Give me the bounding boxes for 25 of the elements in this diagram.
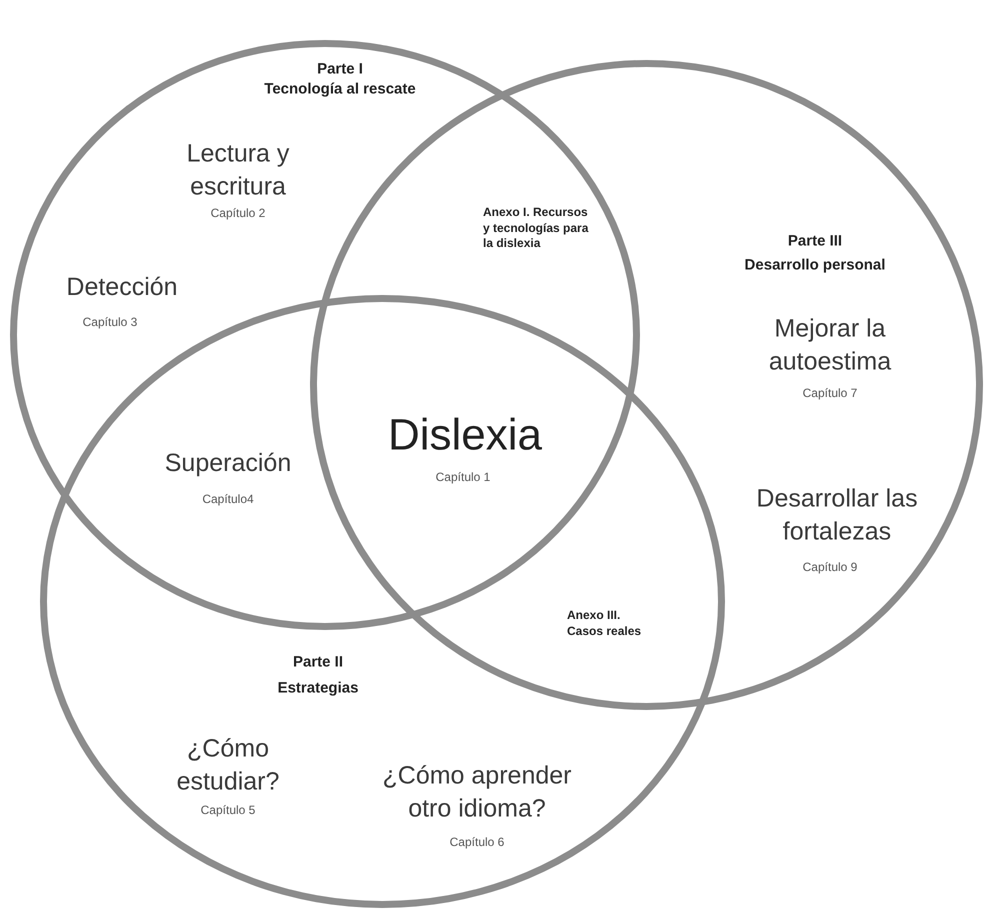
section-heading: Tecnología al rescate	[263, 80, 417, 100]
chapter-label: Capítulo 3	[82, 314, 138, 331]
section-heading: Parte I	[316, 60, 364, 80]
section-heading: Parte II	[292, 654, 344, 672]
topic-label: Mejorar la autoestima	[768, 314, 892, 377]
chapter-label: Capítulo 1	[434, 469, 492, 486]
topic-label: Lectura y escritura	[186, 138, 290, 202]
chapter-label: Capítulo 9	[802, 559, 858, 576]
chapter-label: Capítulo 5	[200, 802, 256, 819]
section-heading: Parte III	[786, 232, 844, 252]
chapter-label: Capítulo 6	[448, 834, 506, 851]
topic-label: Detección	[65, 272, 179, 303]
chapter-label: Capítulo 2	[210, 205, 266, 222]
chapter-label: Capítulo 7	[802, 385, 858, 402]
topic-label: Desarrollar las fortalezas	[755, 484, 919, 547]
section-heading: Desarrollo personal	[744, 256, 886, 276]
chapter-label: Capítulo4	[201, 491, 255, 508]
topic-label: ¿Cómo estudiar?	[176, 734, 280, 797]
venn-circle	[40, 295, 725, 908]
topic-label: Superación	[164, 448, 292, 479]
topic-label: ¿Cómo aprender otro idioma?	[382, 760, 572, 824]
annex-label: Anexo III. Casos reales	[567, 608, 642, 640]
central-topic: Dislexia	[386, 410, 544, 462]
annex-label: Anexo I. Recursos y tecnologías para la dislexia	[483, 205, 590, 252]
section-heading: Estrategias	[276, 680, 360, 698]
